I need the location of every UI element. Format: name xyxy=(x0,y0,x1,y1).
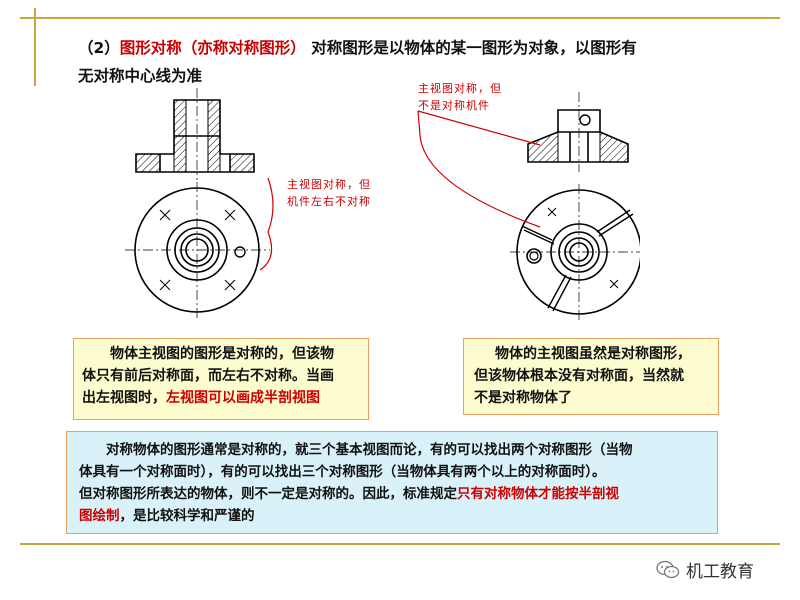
summary-box: 对称物体的图形通常是对称的，就三个基本视图而论，有的可以找出两个对称图形（当物 … xyxy=(66,431,718,534)
left-rule xyxy=(34,8,36,86)
right-part-drawing xyxy=(510,92,640,322)
left-hatching xyxy=(135,99,255,173)
summary-line-4-plain: ，是比较科学和严谨的 xyxy=(119,508,255,524)
right-annotation-line-1: 主视图对称，但 xyxy=(418,82,502,95)
summary-line-4: 图绘制，是比较科学和严谨的 xyxy=(79,505,705,527)
right-annotation-line-2: 不是对称机件 xyxy=(418,99,490,112)
left-box-line-1: 物体主视图的图形是对称的，但该物 xyxy=(110,346,334,362)
watermark: 机工教育 xyxy=(656,557,754,582)
right-leader xyxy=(417,110,541,228)
heading-term: 图形对称（亦称对称图形） xyxy=(119,39,306,57)
wechat-icon xyxy=(656,560,680,578)
summary-line-3-red: 只有对称物体才能按半剖视 xyxy=(457,486,619,502)
slide-heading: （2）图形对称（亦称对称图形） 对称图形是以物体的某一图形为对象，以图形有 无对… xyxy=(78,34,768,90)
left-explanation-box: 物体主视图的图形是对称的，但该物 体只有前后对称面，而左右不对称。当画 出左视图… xyxy=(73,338,369,420)
summary-line-3-plain: 但对称图形所表达的物体，则不一定是对称的。因此，标准规定 xyxy=(79,486,457,502)
heading-text-2: 无对称中心线为准 xyxy=(78,67,203,85)
left-box-line-3: 出左视图时，左视图可以画成半剖视图 xyxy=(82,387,360,409)
summary-line-2: 体具有一个对称面时），有的可以找出三个对称图形（当物体具有两个以上的对称面时）。 xyxy=(79,464,606,480)
heading-number: （2） xyxy=(78,39,120,57)
heading-text-1: 对称图形是以物体的某一图形为对象，以图形有 xyxy=(305,39,637,57)
right-hatching xyxy=(527,131,629,163)
left-box-line-2: 体只有前后对称面，而左右不对称。当画 xyxy=(82,368,334,384)
right-explanation-box: 物体的主视图虽然是对称图形， 但该物体根本没有对称面，当然就 不是对称物体了 xyxy=(463,338,719,415)
left-annotation-line-2: 机件左右不对称 xyxy=(287,195,371,208)
left-top-view xyxy=(125,182,270,320)
summary-line-4-red: 图绘制 xyxy=(79,508,120,524)
left-leader-line xyxy=(267,177,274,233)
summary-line-3: 但对称图形所表达的物体，则不一定是对称的。因此，标准规定只有对称物体才能按半剖视 xyxy=(79,483,705,505)
left-box-line-3-red: 左视图可以画成半剖视图 xyxy=(166,390,320,406)
right-annotation: 主视图对称，但 不是对称机件 xyxy=(418,80,502,114)
left-annotation: 主视图对称，但 机件左右不对称 xyxy=(287,176,371,210)
left-annotation-line-1: 主视图对称，但 xyxy=(287,178,371,191)
right-top-view xyxy=(510,184,640,322)
watermark-label: 机工教育 xyxy=(686,562,754,582)
left-box-line-3-plain: 出左视图时， xyxy=(82,390,166,406)
top-rule xyxy=(20,17,780,19)
summary-line-1: 对称物体的图形通常是对称的，就三个基本视图而论，有的可以找出两个对称图形（当物 xyxy=(106,442,633,458)
right-box-line-1: 物体的主视图虽然是对称图形， xyxy=(495,346,691,362)
bottom-rule xyxy=(20,543,780,545)
left-part-drawing xyxy=(125,88,274,320)
right-box-line-3: 不是对称物体了 xyxy=(474,390,572,406)
right-box-line-2: 但该物体根本没有对称面，当然就 xyxy=(474,368,684,384)
